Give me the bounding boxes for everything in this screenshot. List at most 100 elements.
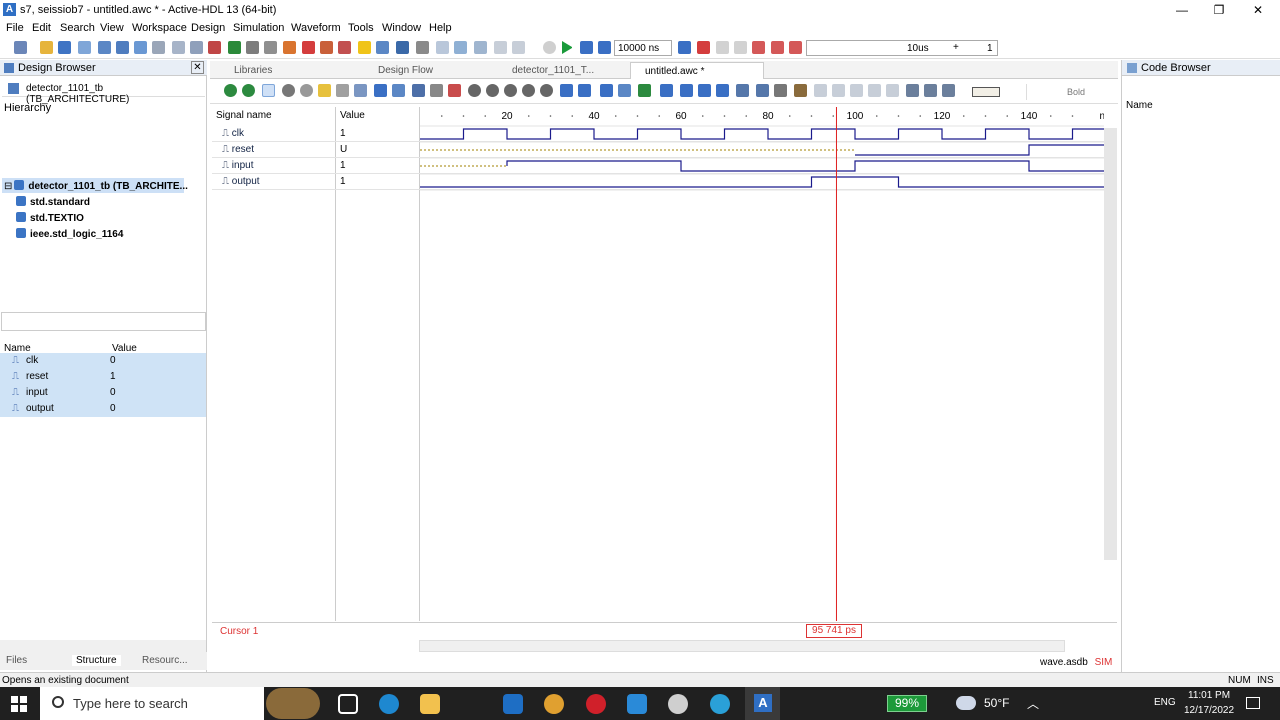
tool2-icon[interactable] (832, 84, 845, 97)
new-icon[interactable] (14, 41, 27, 54)
bookmark-prev-icon[interactable] (680, 84, 693, 97)
time-step-field[interactable]: 10us + 1 (806, 40, 998, 56)
restart-icon[interactable] (678, 41, 691, 54)
zoom-next-icon[interactable] (540, 84, 553, 97)
comment-icon[interactable] (318, 84, 331, 97)
start-icon[interactable] (11, 696, 27, 712)
refresh-icon[interactable] (283, 41, 296, 54)
menu-window[interactable]: Window (382, 22, 422, 34)
library-icon[interactable] (98, 41, 111, 54)
pointer-icon[interactable] (262, 84, 275, 97)
forward-icon[interactable] (436, 41, 449, 54)
var-row-reset[interactable]: ⎍ reset 1 (0, 369, 206, 385)
step-plus-button[interactable]: + (953, 42, 959, 53)
filter-icon[interactable] (794, 84, 807, 97)
menu-view[interactable]: View (100, 22, 124, 34)
zoom-prev-icon[interactable] (522, 84, 535, 97)
tool5-icon[interactable] (886, 84, 899, 97)
zoom-fit-icon[interactable] (504, 84, 517, 97)
save-icon[interactable] (58, 41, 71, 54)
globe-icon[interactable] (416, 41, 429, 54)
minimize-button[interactable]: — (1176, 3, 1188, 17)
taskbar-search[interactable]: Type here to search (40, 687, 320, 720)
run-until-icon[interactable] (580, 41, 593, 54)
measure-icon[interactable] (774, 84, 787, 97)
close-button[interactable]: ✕ (1252, 3, 1264, 17)
cursor-time[interactable]: 95 741 ps (806, 624, 862, 638)
chrome-icon[interactable] (544, 694, 564, 714)
export-icon[interactable] (906, 84, 919, 97)
chip-icon[interactable] (228, 41, 241, 54)
tool4-icon[interactable] (868, 84, 881, 97)
waveform-canvas[interactable]: 20406080100120140ns (420, 107, 1104, 621)
tool3-icon[interactable] (850, 84, 863, 97)
cursor2-icon[interactable] (756, 84, 769, 97)
save-all-icon[interactable] (78, 41, 91, 54)
stack-icon[interactable] (208, 41, 221, 54)
document2-icon[interactable] (190, 41, 203, 54)
chevron-up-icon[interactable]: ︿ (1027, 697, 1040, 711)
flow-icon[interactable] (338, 41, 351, 54)
edge-icon[interactable] (379, 694, 399, 714)
bookmark-icon[interactable] (660, 84, 673, 97)
top-level-selector[interactable]: detector_1101_tb (TB_ARCHITECTURE) (2, 79, 205, 105)
wave-vscrollbar[interactable] (1104, 128, 1117, 560)
opera-icon[interactable] (586, 694, 606, 714)
open-icon[interactable] (40, 41, 53, 54)
save-wave-icon[interactable] (924, 84, 937, 97)
stop-icon[interactable] (697, 41, 710, 54)
layers-icon[interactable] (264, 41, 277, 54)
zoom-area-icon[interactable] (300, 84, 313, 97)
file-explorer-icon[interactable] (420, 694, 440, 714)
zoom-out-icon[interactable] (486, 84, 499, 97)
run-for-icon[interactable] (598, 41, 611, 54)
tab-design-flow[interactable]: Design Flow (362, 62, 490, 79)
menu-file[interactable]: File (6, 22, 24, 34)
menu-workspace[interactable]: Workspace (132, 22, 187, 34)
run-icon[interactable] (562, 41, 572, 54)
menu-help[interactable]: Help (429, 22, 452, 34)
bookmark-clear-icon[interactable] (716, 84, 729, 97)
cursor-icon[interactable] (736, 84, 749, 97)
hdl-icon[interactable] (396, 41, 409, 54)
waveform2-icon[interactable] (392, 84, 405, 97)
temperature[interactable]: 50°F (984, 696, 1010, 710)
print-icon[interactable] (942, 84, 955, 97)
language[interactable]: ENG (1154, 697, 1176, 708)
menu-design[interactable]: Design (191, 22, 226, 34)
menu-search[interactable]: Search (60, 22, 95, 34)
follow-icon[interactable] (638, 84, 651, 97)
build-all-icon[interactable] (474, 41, 487, 54)
tab-libraries[interactable]: Libraries (230, 62, 360, 79)
menu-waveform[interactable]: Waveform (291, 22, 341, 34)
waveform-icon[interactable] (374, 84, 387, 97)
hierarchy-icon[interactable] (116, 41, 129, 54)
tab-files[interactable]: Files (6, 655, 28, 666)
weather-icon[interactable] (956, 696, 976, 710)
restart-sim-icon[interactable] (224, 84, 237, 97)
document-icon[interactable] (172, 41, 185, 54)
breakpoint2-icon[interactable] (771, 41, 784, 54)
tree-item-std-textio[interactable]: std.TEXTIO (16, 212, 84, 224)
panel-close-icon[interactable]: ✕ (191, 61, 204, 74)
menu-edit[interactable]: Edit (32, 22, 51, 34)
step-back-icon[interactable] (716, 41, 729, 54)
tree-item-ieee[interactable]: ieee.std_logic_1164 (16, 228, 123, 240)
tree-item-std-standard[interactable]: std.standard (16, 196, 90, 208)
breakpoint3-icon[interactable] (789, 41, 802, 54)
vscode-icon[interactable] (627, 694, 647, 714)
restore-button[interactable]: ❐ (1213, 3, 1225, 17)
wave-hscrollbar[interactable] (419, 640, 1065, 652)
breakpoint-icon[interactable] (752, 41, 765, 54)
power-icon[interactable] (543, 41, 556, 54)
grid-icon[interactable] (430, 84, 443, 97)
transition2-icon[interactable] (618, 84, 631, 97)
bug-icon[interactable] (320, 41, 333, 54)
battery-indicator[interactable]: 99% (887, 695, 927, 712)
clock-time[interactable]: 11:01 PM (1188, 690, 1231, 701)
run-duration-field[interactable]: 10000 ns (614, 40, 672, 56)
var-row-output[interactable]: ⎍ output 0 (0, 401, 206, 417)
vars-filter-input[interactable] (1, 312, 206, 331)
zoom-icon[interactable] (282, 84, 295, 97)
var-row-clk[interactable]: ⎍ clk 0 (0, 353, 206, 369)
